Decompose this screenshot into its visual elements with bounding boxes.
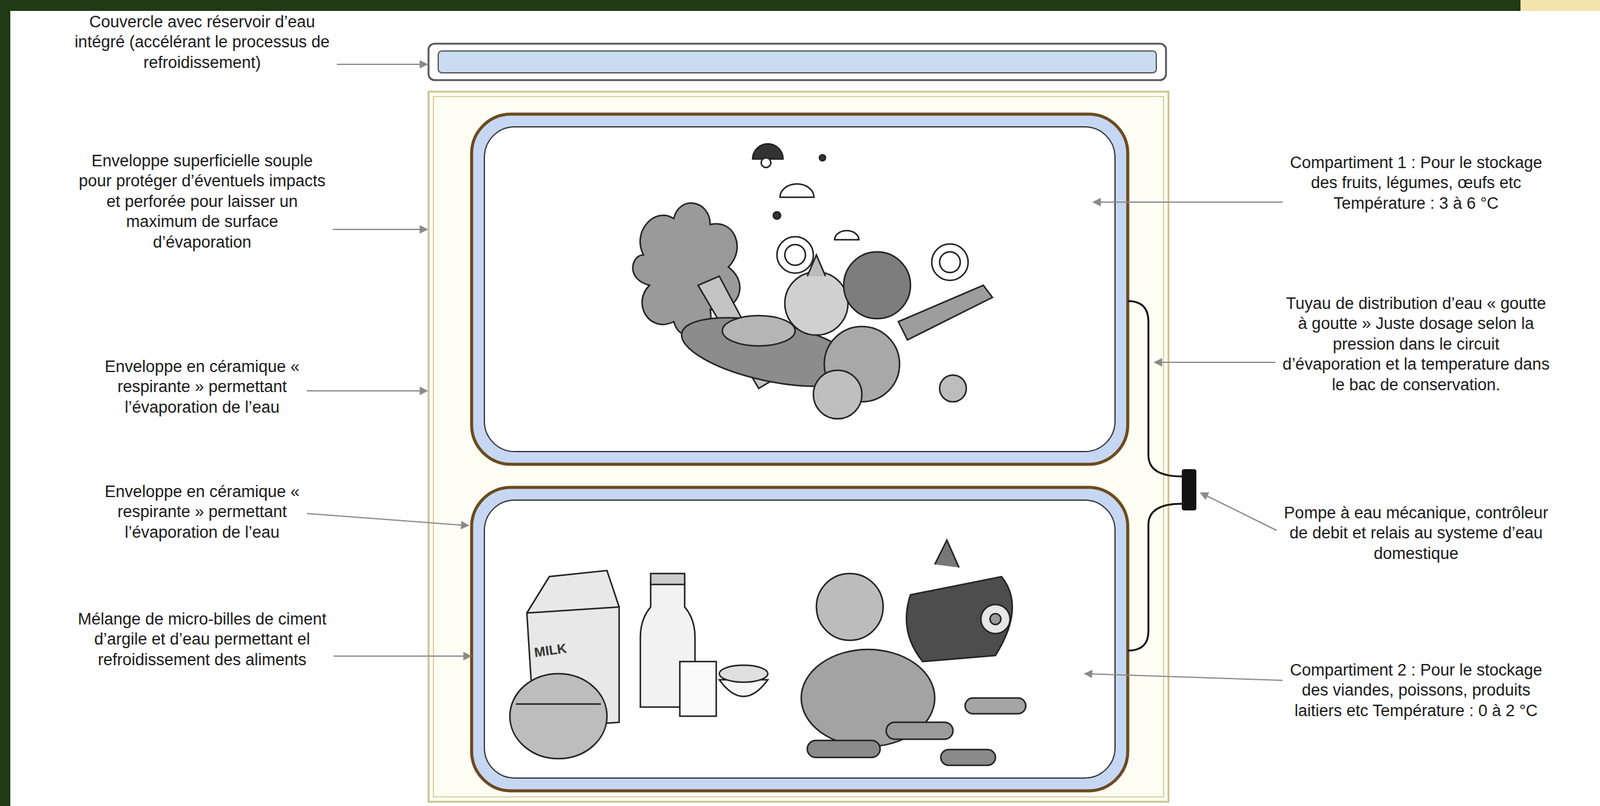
- callout-label: Pompe à eau mécanique, contrôleur de deb…: [1282, 503, 1550, 564]
- leader-line: [333, 655, 472, 657]
- housing: [428, 91, 1169, 802]
- leader-line: [307, 513, 469, 526]
- compartment-inner: [484, 500, 1116, 779]
- leader-line: [1084, 673, 1283, 681]
- housing-inner: [433, 96, 1164, 797]
- dairy-products: [509, 570, 768, 759]
- compartment-shell: [471, 114, 1128, 465]
- callout-label: Tuyau de distribution d’eau « goutte à g…: [1282, 293, 1550, 396]
- leader-line: [307, 390, 428, 392]
- compartment-shell: [471, 487, 1128, 791]
- callout-label: Compartiment 1 : Pour le stockage des fr…: [1282, 152, 1550, 214]
- leader-line: [1093, 201, 1283, 203]
- callout-label: Enveloppe superficielle souple pour prot…: [74, 151, 330, 253]
- water-pipe: [1127, 503, 1182, 651]
- water-pump: [1181, 469, 1197, 511]
- callout-label: Compartiment 2 : Pour le stockage des vi…: [1282, 660, 1550, 722]
- callout-label: Enveloppe en céramique « respirante » pe…: [74, 481, 330, 543]
- callout-label: Couvercle avec réservoir d’eau intégré (…: [71, 12, 333, 73]
- corner-band: [1520, 0, 1600, 11]
- water-pipe: [1127, 301, 1182, 477]
- leader-line: [336, 63, 428, 65]
- lid-reservoir: [438, 50, 1157, 73]
- lid: [428, 43, 1167, 81]
- leader-line: [1154, 361, 1276, 363]
- callout-label: Mélange de micro-billes de ciment d’argi…: [74, 609, 330, 671]
- leader-line: [1200, 492, 1277, 531]
- callout-label: Enveloppe en céramique « respirante » pe…: [74, 356, 330, 418]
- compartment-inner: [484, 126, 1116, 452]
- leader-line: [332, 228, 428, 231]
- package-text: MILK: [532, 639, 568, 661]
- vegetables: [633, 143, 994, 419]
- meat-and-fish: [801, 540, 1026, 766]
